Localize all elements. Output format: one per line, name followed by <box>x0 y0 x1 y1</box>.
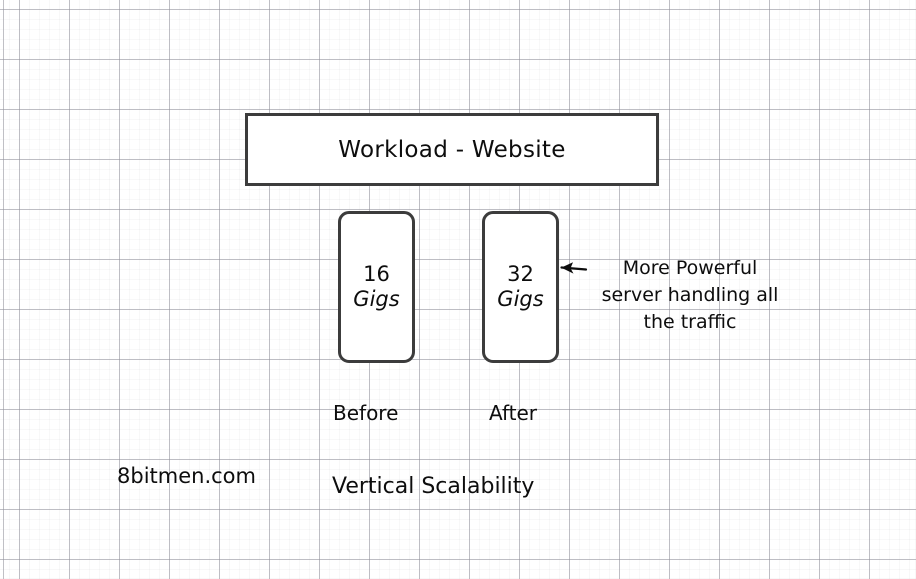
workload-node[interactable]: Workload - Website <box>245 113 659 186</box>
annotation-text: More Powerful server handling all the tr… <box>586 255 794 336</box>
server-node-after[interactable]: 32 Gigs <box>482 211 559 363</box>
diagram-title: Vertical Scalability <box>332 474 535 499</box>
server-after-caption: After <box>489 401 538 425</box>
annotation-line-1: More Powerful <box>622 257 758 279</box>
server-before-unit: Gigs <box>353 287 400 311</box>
server-after-unit: Gigs <box>497 287 544 311</box>
workload-node-label: Workload - Website <box>338 136 566 163</box>
annotation-line-3: the traffic <box>643 310 737 333</box>
server-node-before[interactable]: 16 Gigs <box>338 211 415 363</box>
annotation-line-2: server handling all <box>601 283 779 306</box>
site-credit: 8bitmen.com <box>117 464 256 488</box>
server-before-amount: 16 <box>363 262 390 287</box>
server-before-caption: Before <box>333 401 399 425</box>
arrow-left-icon <box>560 262 588 274</box>
server-after-amount: 32 <box>507 262 534 287</box>
